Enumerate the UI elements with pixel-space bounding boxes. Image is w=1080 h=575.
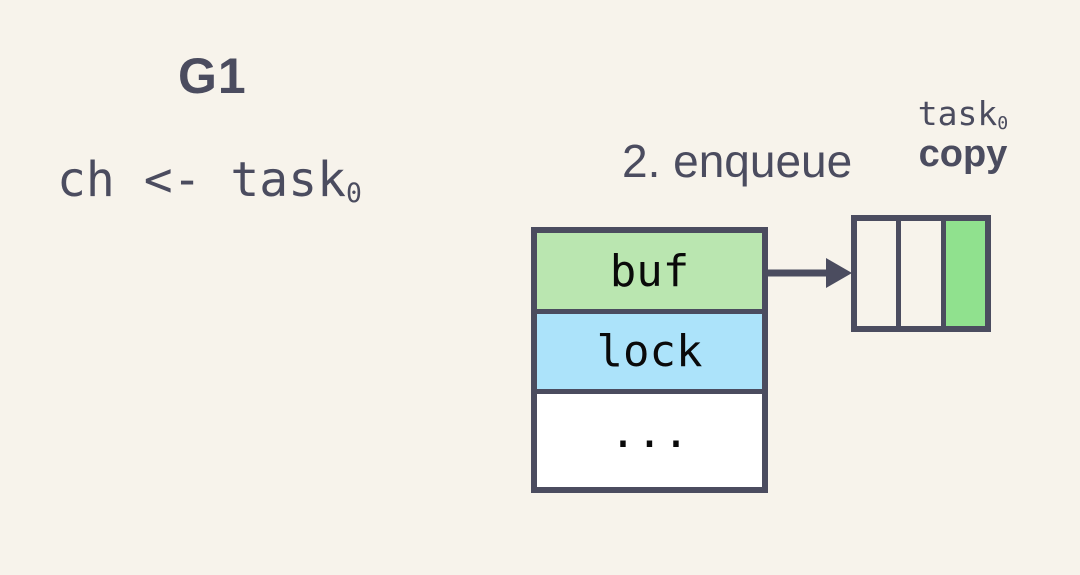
struct-field-lock: lock xyxy=(537,309,762,389)
slot-task-label: task0 xyxy=(893,94,1033,134)
code-text: ch <- task xyxy=(57,152,346,208)
struct-field-more: ... xyxy=(537,389,762,487)
buf-pointer-arrow xyxy=(768,258,852,288)
struct-field-more-label: ... xyxy=(609,407,690,458)
struct-field-buf: buf xyxy=(537,233,762,309)
buffer-array xyxy=(851,215,991,332)
slot-label: task0 copy xyxy=(893,94,1033,174)
slot-copy-label: copy xyxy=(918,133,1008,175)
struct-field-lock-label: lock xyxy=(596,326,703,377)
buffer-cell-1 xyxy=(896,221,941,326)
code-subscript: 0 xyxy=(345,177,362,209)
buffer-cell-2 xyxy=(940,221,985,326)
goroutine-title: G1 xyxy=(178,48,247,104)
slot-task-text: task xyxy=(917,94,998,133)
struct-field-buf-label: buf xyxy=(609,245,690,297)
step-label: 2. enqueue xyxy=(622,135,853,187)
buffer-cell-0 xyxy=(857,221,897,326)
channel-struct-box: buf lock ... xyxy=(531,227,768,493)
slot-task-subscript: 0 xyxy=(997,112,1009,134)
code-statement: ch <- task0 xyxy=(57,156,362,206)
